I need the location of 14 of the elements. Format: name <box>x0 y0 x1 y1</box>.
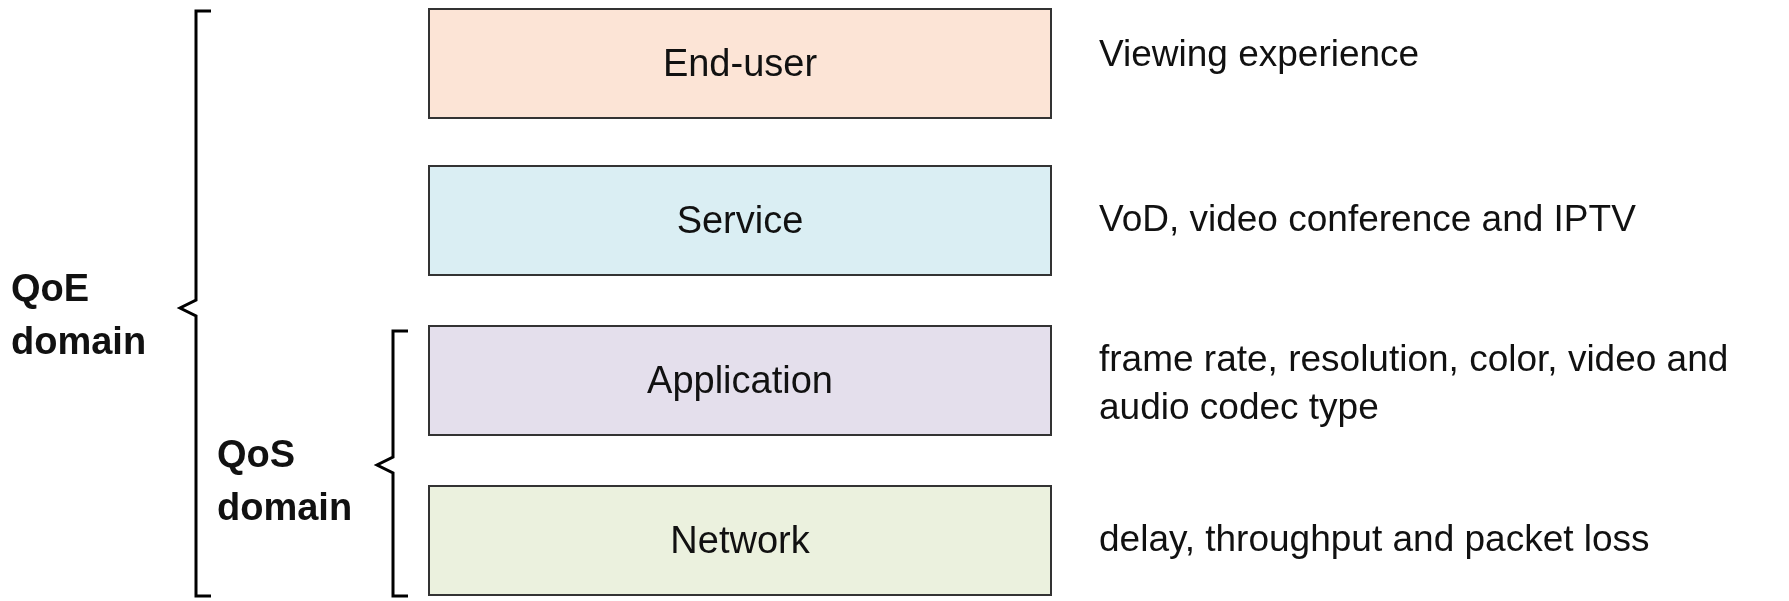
layer-name: Application <box>647 359 833 402</box>
layer-description: delay, throughput and packet loss <box>1099 517 1651 561</box>
domain-label: QoS domain <box>217 432 354 531</box>
layer-name: End-user <box>662 42 818 85</box>
domain-label: QoE domain <box>11 266 148 365</box>
layer-name: Service <box>676 199 804 242</box>
layer-description: frame rate, resolution, color, video and audio codec type <box>1099 337 1730 430</box>
layer-box <box>428 325 1052 436</box>
layer-box <box>428 485 1052 596</box>
layer-box <box>428 8 1052 119</box>
layer-description: VoD, video conference and IPTV <box>1099 197 1637 241</box>
layer-description: Viewing experience <box>1099 32 1421 76</box>
layer-name: Network <box>670 519 810 562</box>
layer-box <box>428 165 1052 276</box>
